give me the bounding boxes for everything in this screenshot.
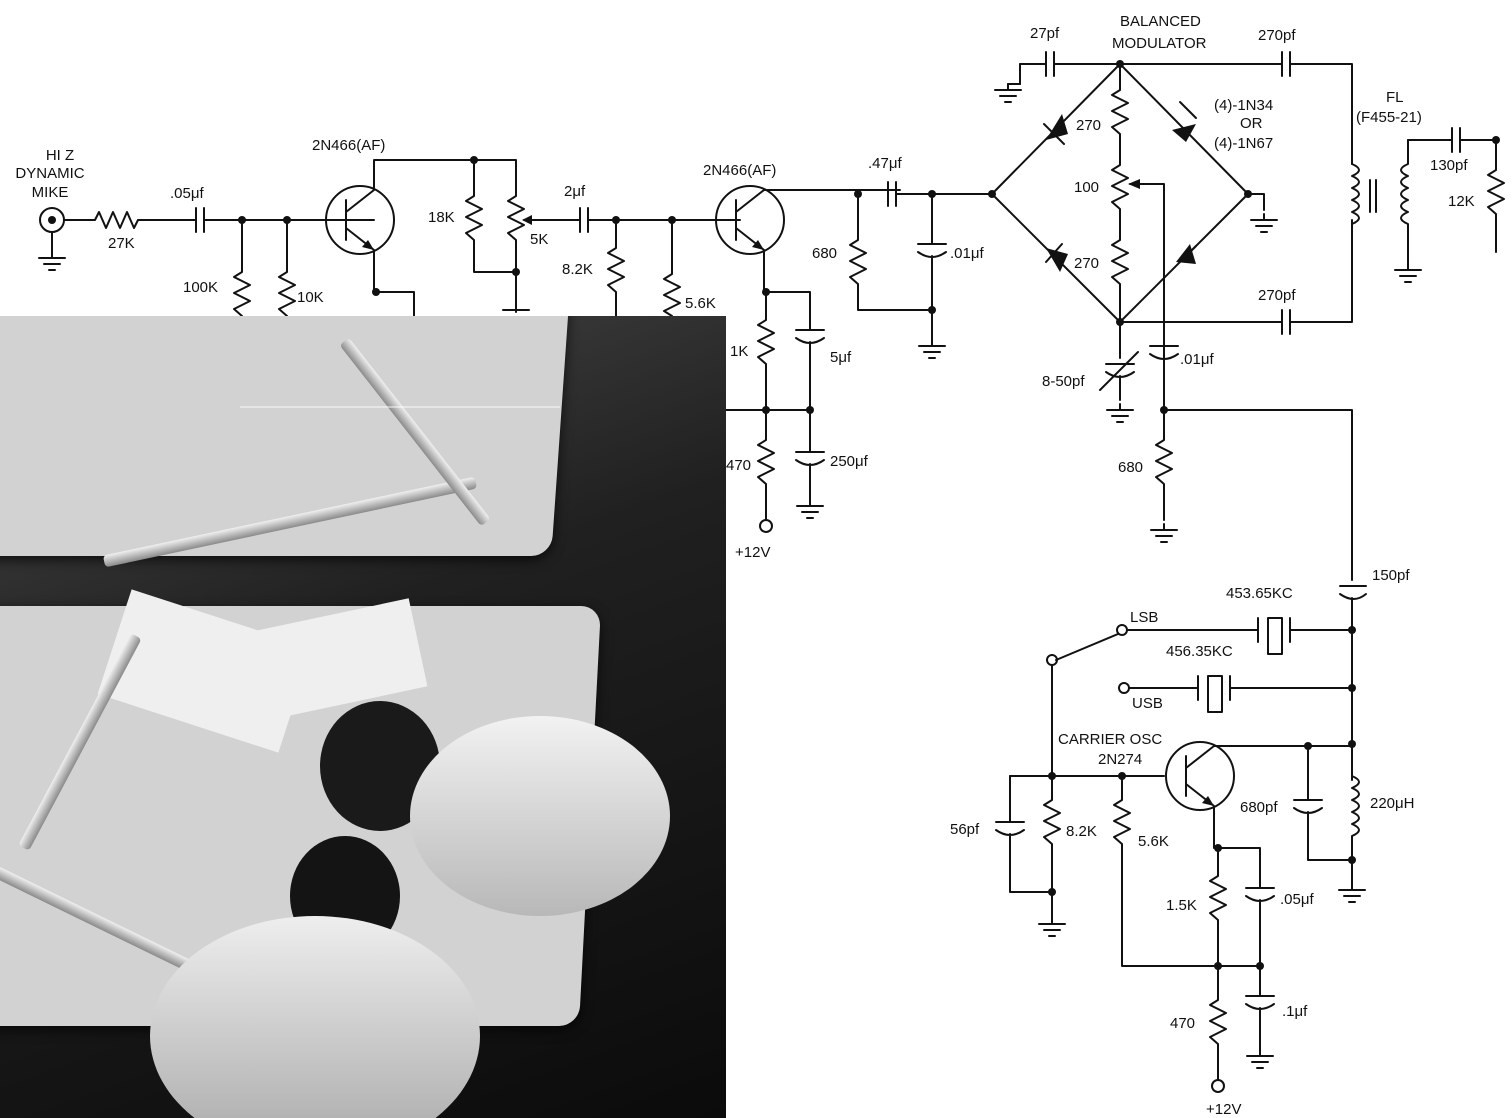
dbot-label: 270 — [1074, 255, 1099, 272]
drafting-photo — [0, 316, 726, 1118]
schematic-ghost-line — [240, 406, 560, 408]
stage2-emitter — [725, 291, 825, 533]
dtop-label: 270 — [1076, 117, 1101, 134]
c1-label: .1μf — [1282, 1003, 1308, 1020]
bm-label-2: MODULATOR — [1112, 35, 1207, 52]
q1-label: 2N466(AF) — [312, 137, 385, 154]
diodes-label-2: OR — [1240, 115, 1263, 132]
c680-label: 680pf — [1240, 799, 1278, 816]
r82k-label: 8.2K — [562, 261, 593, 278]
r12k-label: 12K — [1448, 193, 1475, 210]
bm-label-1: BALANCED — [1120, 13, 1201, 30]
c01a-label: .01μf — [950, 245, 984, 262]
r15k-label: 1.5K — [1166, 897, 1197, 914]
c27-label: 27pf — [1030, 25, 1060, 42]
carrier-oscillator — [995, 585, 1367, 1093]
r680b-label: 680 — [1118, 459, 1143, 476]
c130-label: 130pf — [1430, 157, 1468, 174]
c270b-label: 270pf — [1258, 287, 1296, 304]
c05-label: .05μf — [170, 185, 204, 202]
r10k-label: 10K — [297, 289, 324, 306]
v12a-label: +12V — [735, 544, 770, 561]
c47-label: .47μf — [868, 155, 902, 172]
r56k-b-label: 5.6K — [1138, 833, 1169, 850]
c56-label: 56pf — [950, 821, 980, 838]
diodes-label-3: (4)-1N67 — [1214, 135, 1273, 152]
balanced-modulator — [988, 51, 1353, 581]
fl-label-1: FL — [1386, 89, 1404, 106]
fl-label-2: (F455-21) — [1356, 109, 1422, 126]
x2-label: 456.35KC — [1166, 643, 1233, 660]
mic-input — [38, 207, 375, 271]
pot5k-label: 5K — [530, 231, 548, 248]
coupling-47 — [849, 181, 993, 359]
diodes-label-1: (4)-1N34 — [1214, 97, 1273, 114]
person-2-body — [150, 916, 480, 1118]
r56k-label: 5.6K — [685, 295, 716, 312]
lsb-label: LSB — [1130, 609, 1158, 626]
usb-label: USB — [1132, 695, 1163, 712]
c250-label: 250μf — [830, 453, 869, 470]
stage2-bias — [607, 216, 681, 317]
mic-label-3: MIKE — [32, 184, 69, 201]
r82k-b-label: 8.2K — [1066, 823, 1097, 840]
v12b-label: +12V — [1206, 1101, 1241, 1118]
osc-label-2: 2N274 — [1098, 751, 1142, 768]
mic-label-2: DYNAMIC — [15, 165, 84, 182]
r470b-label: 470 — [1170, 1015, 1195, 1032]
filter-fl — [1351, 127, 1505, 283]
person-1-body — [410, 716, 670, 916]
mic-label-1: HI Z — [46, 147, 74, 164]
osc-label-1: CARRIER OSC — [1058, 731, 1162, 748]
c01b-label: .01μf — [1180, 351, 1214, 368]
transistor-q2 — [715, 185, 901, 331]
r680a-label: 680 — [812, 245, 837, 262]
c2-label: 2μf — [564, 183, 586, 200]
c150-label: 150pf — [1372, 567, 1410, 584]
c850-label: 8-50pf — [1042, 373, 1085, 390]
r470-label: 470 — [726, 457, 751, 474]
transistor-q1 — [325, 156, 478, 317]
stage1-bias — [233, 216, 296, 317]
q2-label: 2N466(AF) — [703, 162, 776, 179]
x1-label: 453.65KC — [1226, 585, 1293, 602]
r18k-label: 18K — [428, 209, 455, 226]
c5b-label: 5μf — [830, 349, 852, 366]
c05b-label: .05μf — [1280, 891, 1314, 908]
r1k-label: 1K — [730, 343, 748, 360]
volume-network — [465, 159, 741, 313]
l220-label: 220μH — [1370, 795, 1415, 812]
r100k-label: 100K — [183, 279, 218, 296]
dmid-label: 100 — [1074, 179, 1099, 196]
c270a-label: 270pf — [1258, 27, 1296, 44]
r27k-label: 27K — [108, 235, 135, 252]
